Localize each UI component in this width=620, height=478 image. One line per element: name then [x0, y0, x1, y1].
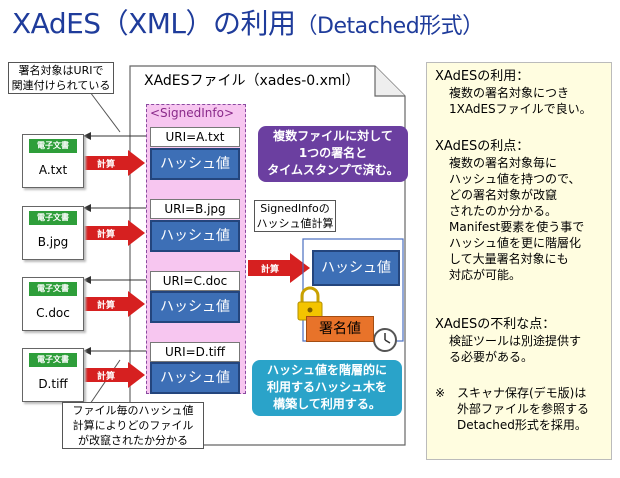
- file-d: 電子文書 D.tiff: [22, 348, 84, 402]
- file-name: C.doc: [36, 306, 70, 320]
- advantages-line: Manifest要素を使う事で: [449, 220, 585, 234]
- title-main: XAdES（XML）の利用: [12, 7, 296, 40]
- usage-section: XAdESの利用： 複数の署名対象につき 1XAdESファイルで良い。: [435, 69, 607, 117]
- uri-a: URI=A.txt: [150, 127, 240, 147]
- calc-label: 計算: [96, 301, 115, 311]
- uri-callout: 署名対象はURIで 関連付けられている: [8, 62, 114, 94]
- hash-value-c: ハッシュ値: [150, 291, 240, 323]
- uri-b: URI=B.jpg: [150, 199, 240, 219]
- callout-line: が改竄されたか分かる: [78, 434, 188, 447]
- advantages-line: 複数の署名対象毎に: [449, 156, 558, 170]
- bubble-line: 構築して利用する。: [273, 397, 381, 411]
- file-tag: 電子文書: [29, 282, 77, 296]
- hash-value-b: ハッシュ値: [150, 220, 240, 252]
- calc-label: 計算: [96, 372, 115, 382]
- uri-c: URI=C.doc: [150, 271, 240, 291]
- advantages-line: して大量署名対象にも: [449, 252, 569, 266]
- advantages-line: ハッシュ値を更に階層化: [449, 236, 582, 250]
- xades-file-title: XAdESファイル（xades-0.xml）: [144, 73, 360, 89]
- file-name: B.jpg: [37, 235, 69, 249]
- file-b: 電子文書 B.jpg: [22, 206, 84, 260]
- note-line: スキャナ保存(デモ版)は: [457, 386, 587, 400]
- uri-callout-line-1: 署名対象はURIで: [18, 64, 104, 77]
- file-c: 電子文書 C.doc: [22, 277, 84, 331]
- disadvantages-title: XAdESの不利な点：: [435, 317, 556, 332]
- signedinfo-label: <SignedInfo>: [150, 106, 234, 120]
- bubble-line: ハッシュ値を階層的に: [266, 363, 387, 377]
- bubble-line: 複数ファイルに対して: [273, 129, 393, 143]
- info-panel: XAdESの利用： 複数の署名対象につき 1XAdESファイルで良い。 XAdE…: [426, 62, 612, 460]
- note-line: 外部ファイルを参照する: [457, 402, 590, 416]
- signedinfo-hash-callout: SignedInfoの ハッシュ値計算: [254, 200, 336, 232]
- advantages-line: されたのか分かる。: [449, 204, 558, 218]
- callout-line: SignedInfoの: [260, 202, 330, 215]
- tamper-detection-callout: ファイル毎のハッシュ値 計算によりどのファイル が改竄されたか分かる: [62, 402, 204, 449]
- signature-value: 署名値: [306, 316, 374, 342]
- page-title: XAdES（XML）の利用（Detached形式）: [12, 2, 484, 42]
- usage-title: XAdESの利用：: [435, 69, 530, 84]
- disadvantages-section: XAdESの不利な点： 検証ツールは別途提供す る必要がある。: [435, 317, 607, 365]
- calc-arrow-d: [84, 362, 145, 388]
- lock-icon: [297, 286, 323, 321]
- hash-value-a: ハッシュ値: [150, 148, 240, 180]
- calc-label: 計算: [96, 160, 115, 170]
- disadvantages-line: る必要がある。: [449, 350, 534, 364]
- bubble-line: 1つの署名と: [298, 146, 368, 160]
- advantages-line: どの署名対象が改竄: [449, 188, 558, 202]
- calc-label: 計算: [260, 265, 279, 275]
- advantages-line: ハッシュ値を持つので、: [449, 172, 581, 186]
- note-section: ※ スキャナ保存(デモ版)は 外部ファイルを参照する Detached形式を採用…: [435, 385, 607, 433]
- advantages-line: 対応が可能。: [449, 268, 522, 282]
- usage-line: 複数の署名対象につき: [449, 86, 570, 100]
- clock-icon: [373, 328, 397, 352]
- disadvantages-line: 検証ツールは別途提供す: [449, 334, 582, 348]
- usage-line: 1XAdESファイルで良い。: [449, 102, 592, 116]
- calc-arrow-c: [84, 291, 145, 317]
- callout-line: ファイル毎のハッシュ値: [72, 404, 194, 417]
- callout-pointer-top: [89, 91, 121, 133]
- uri-callout-line-2: 関連付けられている: [11, 79, 111, 92]
- file-a: 電子文書 A.txt: [22, 134, 84, 188]
- file-tag: 電子文書: [29, 211, 77, 225]
- advantages-title: XAdESの利点：: [435, 139, 530, 154]
- single-signature-bubble: 複数ファイルに対して 1つの署名と タイムスタンプで済む。: [258, 126, 408, 182]
- file-tag: 電子文書: [29, 353, 77, 367]
- uri-d: URI=D.tiff: [150, 342, 240, 362]
- note-mark: ※: [435, 386, 446, 400]
- file-name: A.txt: [38, 163, 68, 177]
- file-name: D.tiff: [38, 377, 68, 391]
- note-line: Detached形式を採用。: [457, 418, 587, 432]
- title-sub: （Detached形式）: [295, 14, 485, 39]
- hash-value-d: ハッシュ値: [150, 362, 240, 394]
- callout-line: ハッシュ値計算: [256, 217, 334, 230]
- document-fold: [374, 66, 405, 97]
- calc-label: 計算: [96, 230, 115, 240]
- bubble-line: タイムスタンプで済む。: [267, 163, 399, 177]
- hash-tree-bubble: ハッシュ値を階層的に 利用するハッシュ木を 構築して利用する。: [252, 360, 402, 416]
- file-tag: 電子文書: [29, 139, 77, 153]
- calc-arrow-a: [84, 150, 145, 176]
- advantages-section: XAdESの利点： 複数の署名対象毎に ハッシュ値を持つので、 どの署名対象が改…: [435, 139, 607, 283]
- calc-arrow-signedinfo: [248, 253, 310, 283]
- bubble-line: 利用するハッシュ木を: [266, 380, 387, 394]
- signedinfo-hash-value: ハッシュ値: [312, 250, 400, 286]
- callout-line: 計算によりどのファイル: [72, 419, 194, 432]
- calc-arrow-b: [84, 220, 145, 246]
